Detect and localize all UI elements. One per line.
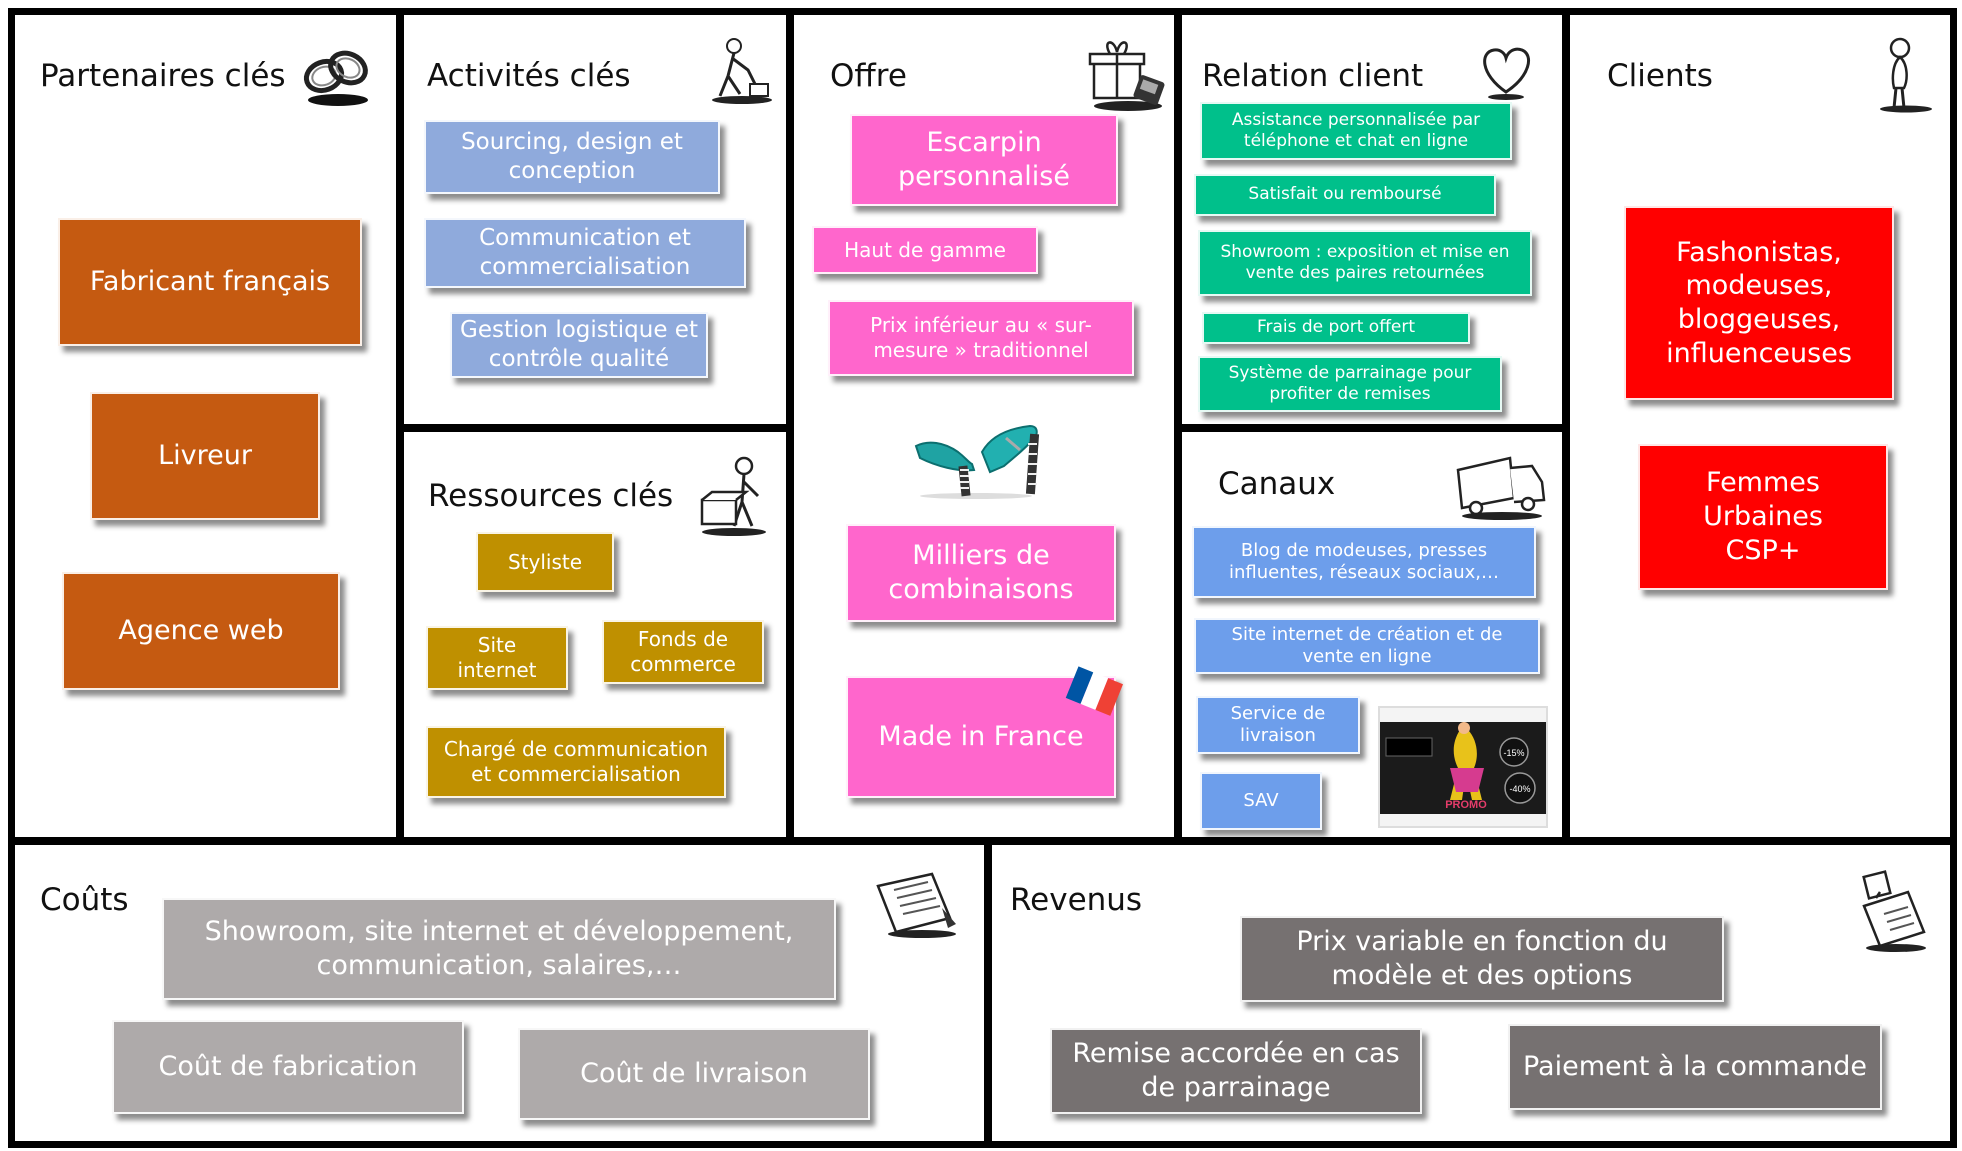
ad-promo-text: PROMO <box>1445 799 1487 811</box>
note-cout-livraison: Coût de livraison <box>518 1028 870 1120</box>
person-standing-icon <box>1880 37 1932 113</box>
note-prix-inferieur: Prix inférieur au « sur-mesure » traditi… <box>828 300 1134 376</box>
ad-badge-1: -15% <box>1503 748 1524 758</box>
note-satisfait: Satisfait ou remboursé <box>1194 174 1496 216</box>
note-frais-port: Frais de port offert <box>1202 312 1470 344</box>
title-offre: Offre <box>830 58 907 94</box>
note-service-livraison: Service de livraison <box>1196 696 1360 754</box>
note-sav: SAV <box>1200 772 1322 830</box>
document-stack-icon <box>876 872 956 938</box>
note-fashonistas: Fashonistas, modeuses, bloggeuses, influ… <box>1624 206 1894 400</box>
note-sourcing: Sourcing, design et conception <box>424 120 720 194</box>
gift-phone-icon <box>1088 41 1165 111</box>
note-site-creation: Site internet de création et de vente en… <box>1194 618 1540 674</box>
title-clients: Clients <box>1607 58 1713 94</box>
note-paiement-commande: Paiement à la commande <box>1508 1024 1882 1110</box>
ad-badge-2: -40% <box>1509 784 1530 794</box>
note-parrainage: Système de parrainage pour profiter de r… <box>1198 356 1502 412</box>
note-showroom: Showroom : exposition et mise en vente d… <box>1198 230 1532 296</box>
shoes-image-icon <box>914 424 1040 499</box>
title-partenaires: Partenaires clés <box>40 58 286 94</box>
note-charge-communication: Chargé de communication et commercialisa… <box>426 726 726 798</box>
note-fonds-commerce: Fonds de commerce <box>602 620 764 684</box>
note-cout-fabrication: Coût de fabrication <box>112 1020 464 1114</box>
worker-figure-icon <box>712 38 772 104</box>
title-canaux: Canaux <box>1218 466 1336 502</box>
note-remise-parrainage: Remise accordée en cas de parrainage <box>1050 1028 1422 1114</box>
note-escarpin: Escarpin personnalisé <box>850 114 1118 206</box>
note-styliste: Styliste <box>476 532 614 592</box>
note-blog-modeuses: Blog de modeuses, presses influentes, ré… <box>1192 526 1536 598</box>
note-agence-web: Agence web <box>62 572 340 690</box>
note-haut-de-gamme: Haut de gamme <box>812 226 1038 274</box>
note-site-internet: Site internet <box>426 626 568 690</box>
website-ad-graphic: -15% -40% PROMO <box>1380 708 1546 826</box>
heart-icon <box>1483 47 1531 100</box>
note-logistique: Gestion logistique et contrôle qualité <box>450 312 708 378</box>
website-ad-thumbnail: -15% -40% PROMO <box>1378 706 1548 828</box>
note-livreur: Livreur <box>90 392 320 520</box>
french-flag-icon <box>1065 666 1123 716</box>
interlocking-rings-icon <box>303 50 368 106</box>
cash-register-icon <box>1862 870 1926 952</box>
note-prix-variable: Prix variable en fonction du modèle et d… <box>1240 916 1724 1002</box>
title-couts: Coûts <box>40 882 129 918</box>
title-ressources: Ressources clés <box>428 478 674 514</box>
panel-clients <box>1563 8 1957 844</box>
title-relation: Relation client <box>1202 58 1424 94</box>
note-assistance: Assistance personnalisée par téléphone e… <box>1200 102 1512 160</box>
person-with-box-icon <box>700 456 766 536</box>
note-milliers-combinaisons: Milliers de combinaisons <box>846 524 1116 622</box>
note-communication: Communication et commercialisation <box>424 218 746 288</box>
title-revenus: Revenus <box>1010 882 1143 918</box>
note-femmes-urbaines: Femmes Urbaines CSP+ <box>1638 444 1888 590</box>
delivery-truck-icon <box>1456 456 1546 520</box>
note-made-in-france: Made in France <box>846 676 1116 798</box>
note-showroom-couts: Showroom, site internet et développement… <box>162 898 836 1000</box>
note-fabricant: Fabricant français <box>58 218 362 346</box>
title-activites: Activités clés <box>427 58 631 94</box>
